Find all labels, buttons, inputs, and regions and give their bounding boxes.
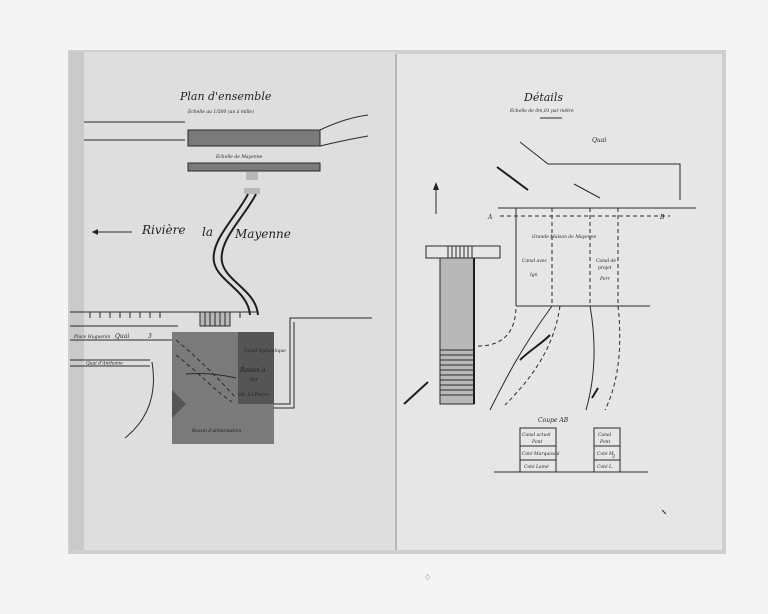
bridge-top-outline: [187, 129, 321, 147]
flow-arrow-2: [573, 183, 601, 199]
lower-quay-label: Quai d'Anthoine: [86, 361, 123, 367]
pipe-joint: [244, 188, 260, 194]
curve-channel-3: [504, 305, 561, 406]
river-label-3: Mayenne: [234, 227, 291, 241]
main-label: Grande Maison de Mayenne: [532, 234, 597, 240]
outflow-line-2: [274, 322, 295, 409]
right-quay-label: Quai: [592, 137, 606, 144]
north-arrow-head: [433, 182, 439, 190]
stairs: [440, 349, 474, 396]
left-scale-note: Échelle au 1/500 (un à mille): [187, 107, 254, 115]
col2-label-3: Perr: [599, 276, 611, 282]
col2-label-1: Canal de: [596, 258, 616, 264]
basin-water-line: [185, 373, 237, 379]
section-right-text-0: Canal: [598, 432, 612, 438]
bridge-top-block: [188, 130, 320, 146]
lower-basin: [172, 404, 274, 444]
river-arrow-head: [92, 229, 98, 235]
bank-arc: [124, 361, 154, 439]
left-flow-arrow: [403, 381, 429, 405]
col1-label-2: Ign: [529, 272, 538, 278]
small-number: 3: [148, 333, 152, 340]
left-tower: [440, 258, 474, 404]
canal-label: Canal hydraulique: [244, 348, 286, 354]
section-title: Coupe AB: [538, 417, 569, 424]
curve-flow-arrow: [519, 334, 551, 361]
basin-corner-wedge: [172, 390, 186, 418]
flow-arrow-1: [496, 166, 529, 191]
left-structure-cap-hatch: [447, 246, 473, 258]
section-left-text-1: Pont: [531, 439, 542, 445]
river-label-2: la: [202, 225, 213, 239]
section-left-text-2: Coté Marquissal: [522, 450, 560, 457]
col1-label-1: Canal avec: [522, 258, 547, 264]
river-label-1: Rivière: [141, 223, 185, 237]
lock-gate-hatch: [204, 312, 226, 326]
basin-channel-dashed-1: [175, 339, 237, 399]
left-title: Plan d'ensemble: [179, 90, 272, 103]
right-title: Détails: [523, 91, 563, 104]
upper-channel-outline: [519, 141, 681, 200]
lower-bridge-outline: [187, 162, 321, 172]
left-binding-strip: [70, 52, 84, 550]
left-sheet: [70, 52, 396, 550]
pipe-outer: [212, 193, 251, 316]
section-right-text-3: Coté L.: [597, 463, 614, 470]
basin-label-3: Gd. S.t Pierre: [238, 392, 269, 398]
echelle-label: Échelle de Mayenne: [215, 152, 263, 160]
point-b: B: [659, 214, 665, 221]
quay-label: Quai: [115, 333, 129, 340]
section-left-text-0: Canal actuel: [522, 432, 551, 438]
pipe-inner: [220, 193, 259, 316]
bank-upper-curve: [319, 114, 369, 131]
basin-label-1: Bassin à: [239, 367, 266, 374]
right-scale-note: Échelle de 0m,01 par mètre: [509, 106, 574, 114]
bank-lower-curve: [319, 135, 369, 147]
quay-side-label: Place Huguenin: [73, 334, 110, 340]
section-right-text-2: Coté M.: [597, 450, 616, 457]
section-left-text-3: Coté Lamé: [524, 463, 549, 470]
point-a: A: [487, 214, 493, 221]
curve-channel-1: [477, 305, 517, 347]
right-flow-arrow: [591, 387, 599, 399]
section-right-text-1: Pont: [599, 439, 610, 445]
curve-channel-4: [585, 305, 595, 411]
basin-channel-dashed-2: [175, 354, 233, 403]
pipe-head: [246, 172, 258, 180]
archive-stamp: ♢: [424, 573, 431, 582]
outflow-line-1: [274, 317, 318, 405]
curve-channel-2: [489, 305, 553, 411]
basin-label-2: flot: [249, 377, 258, 383]
col2-label-2: projet: [598, 265, 612, 271]
basin-dark-block: [238, 332, 274, 404]
lower-basin-label: Bassin d'alimentation: [191, 428, 241, 434]
edge-mark: [661, 509, 667, 515]
section-left-box: [519, 427, 557, 473]
lower-bridge-block: [188, 163, 320, 171]
section-number: 3: [612, 454, 615, 460]
section-right-box: [593, 427, 621, 473]
